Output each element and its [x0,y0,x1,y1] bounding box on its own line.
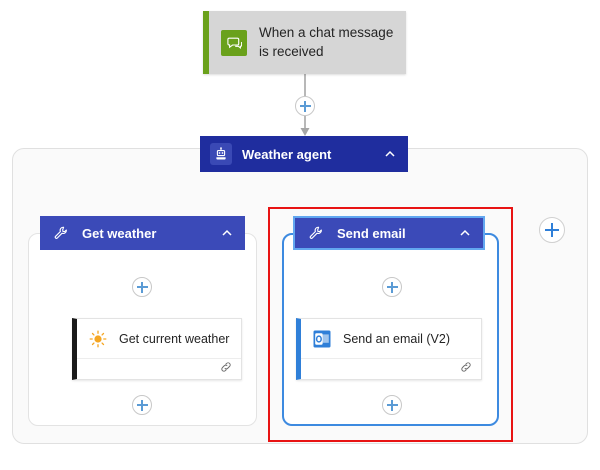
chat-bubble-icon [221,29,247,56]
add-step-branch-send-email-top-button[interactable] [382,277,402,297]
action-card-footer [301,358,481,380]
wrench-icon [50,222,72,244]
tool-node-get-weather[interactable]: Get weather [40,216,245,250]
action-card-title: Send an email (V2) [343,331,451,346]
chevron-up-icon[interactable] [219,225,235,241]
tool-node-send-email[interactable]: Send email [293,216,485,250]
tool-node-title: Get weather [82,225,157,241]
chevron-up-icon[interactable] [382,146,398,162]
action-card-send-an-email-v2[interactable]: Send an email (V2) [296,318,482,380]
agent-node-weather-agent[interactable]: Weather agent [200,136,408,172]
action-card-title: Get current weather [119,331,230,346]
action-card-footer [77,358,241,380]
plus-vertical-bar [141,399,143,411]
plus-vertical-bar [551,223,553,237]
action-card-body: Send an email (V2) [301,319,481,358]
agent-node-title: Weather agent [242,146,332,162]
plus-vertical-bar [391,281,393,293]
chevron-up-icon[interactable] [457,225,473,241]
action-card-body: Get current weather [77,319,241,358]
annotation-highlight-rect [268,207,513,442]
add-branch-button[interactable] [539,217,565,243]
sun-icon [87,328,109,350]
trigger-card[interactable]: When a chat message is received [203,11,406,74]
add-step-branch-get-weather-top-button[interactable] [132,277,152,297]
plus-vertical-bar [304,100,306,112]
wrench-icon [305,222,327,244]
link-icon[interactable] [219,360,233,379]
tool-node-title: Send email [337,225,406,241]
outlook-icon [311,328,333,350]
action-card-get-current-weather[interactable]: Get current weather [72,318,242,380]
add-step-branch-send-email-bottom-button[interactable] [382,395,402,415]
add-step-after-trigger-button[interactable] [295,96,315,116]
plus-vertical-bar [141,281,143,293]
robot-icon [210,143,232,165]
plus-vertical-bar [391,399,393,411]
add-step-branch-get-weather-bottom-button[interactable] [132,395,152,415]
link-icon[interactable] [459,360,473,379]
trigger-title: When a chat message is received [259,25,394,59]
